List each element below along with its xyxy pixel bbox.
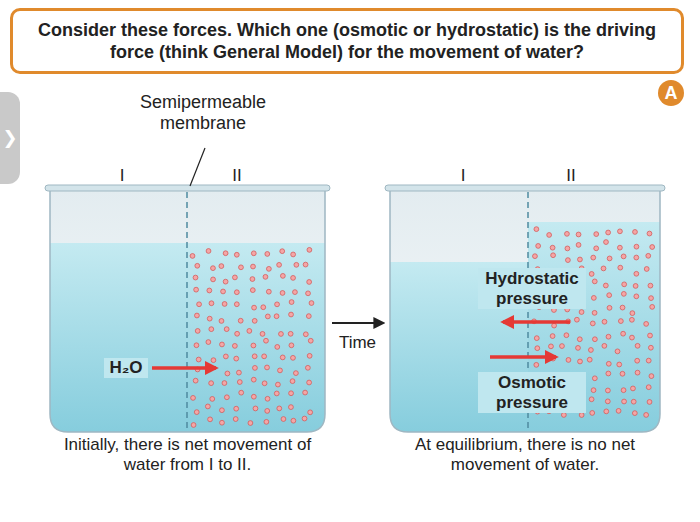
beaker-wall [50, 190, 325, 432]
title: Consider these forces. Which one (osmoti… [27, 19, 667, 64]
compartment-label: I [107, 166, 137, 186]
membrane-label: Semipermeable membrane [118, 92, 288, 133]
leader-line [190, 148, 205, 186]
beaker-glass [50, 190, 325, 432]
beaker-rim [385, 185, 665, 191]
compartment-label: II [556, 166, 586, 186]
force-arrow [152, 366, 216, 370]
beaker-wall [390, 190, 660, 432]
beaker [45, 185, 330, 432]
caption: Initially, there is net movement of wate… [45, 435, 330, 476]
force-label: Hydrostatic pressure [478, 268, 586, 309]
side-tab: ❯ [0, 92, 20, 184]
membrane [186, 192, 188, 432]
beaker [385, 185, 665, 432]
solute-particles [190, 247, 314, 427]
molecule-label: H₂O [104, 358, 148, 378]
beaker-glass [390, 190, 660, 432]
force-arrow [503, 320, 570, 324]
beaker-panel: Initially, there is net movement of wate… [45, 185, 330, 480]
badge: A [658, 80, 684, 106]
caption: At equilibrium, there is no net movement… [385, 435, 665, 476]
water [50, 243, 187, 432]
compartment-label: I [448, 166, 478, 186]
force-arrow [490, 355, 556, 359]
solution [187, 243, 325, 432]
title-box: Consider these forces. Which one (osmoti… [10, 8, 684, 74]
beaker-panel: At equilibrium, there is no net movement… [385, 185, 665, 480]
time-arrow [332, 322, 383, 324]
edge-label: Time [328, 333, 388, 353]
force-label: Osmotic pressure [478, 372, 586, 413]
beaker-rim [45, 185, 330, 191]
compartment-label: II [222, 166, 252, 186]
